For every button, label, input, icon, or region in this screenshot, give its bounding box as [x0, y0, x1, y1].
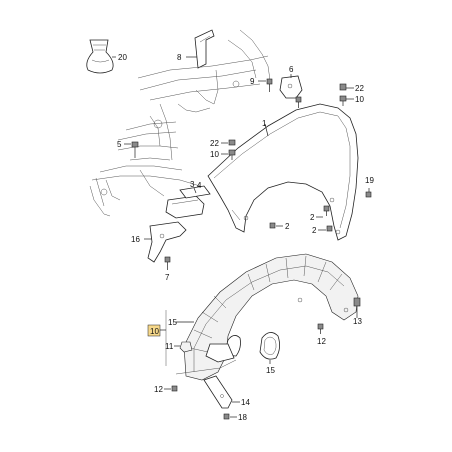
callout-13: 13: [353, 317, 362, 326]
part-1-fender: [207, 103, 359, 241]
callout-5: 5: [117, 140, 122, 149]
part-9-bolt: [266, 78, 273, 92]
part-22-nut-top: [339, 83, 347, 91]
callout-3: 3: [190, 180, 195, 189]
callout-11: 11: [165, 342, 174, 351]
callout-14: 14: [241, 398, 250, 407]
callout-15-a: 15: [168, 318, 177, 327]
callout-20: 20: [118, 53, 127, 62]
callout-2-c: 2: [312, 226, 317, 235]
callout-4: 4: [197, 181, 202, 190]
part-2-screw-c: [326, 225, 333, 232]
body-frame: [89, 29, 271, 217]
callout-10-highlighted: 10: [150, 327, 159, 336]
part-19-clip: [365, 191, 372, 198]
part-12-screw-right: [317, 323, 324, 334]
callout-7: 7: [165, 273, 170, 282]
part-2-screw-a: [269, 222, 276, 229]
part-15-seal: [259, 332, 280, 360]
callout-12-left: 12: [154, 385, 163, 394]
part-15-liner: [175, 253, 359, 381]
part-7-screw: [164, 256, 171, 270]
part-4-bracket: [179, 185, 211, 199]
part-14-strut: [203, 375, 233, 409]
part-11-grommet: [179, 341, 193, 353]
callout-9: 9: [250, 77, 255, 86]
part-10-clip-top: [339, 95, 347, 106]
part-18-screw: [223, 413, 230, 420]
callout-1: 1: [262, 119, 267, 128]
callout-6: 6: [289, 65, 294, 74]
part-10-screw-mid: [295, 96, 302, 108]
callout-2-b: 2: [310, 213, 315, 222]
part-22-nut-left: [228, 139, 236, 146]
callout-22-top: 22: [355, 84, 364, 93]
callout-10-highlight: [147, 324, 161, 337]
callout-15-b: 15: [266, 366, 275, 375]
part-10-clip-left: [228, 149, 236, 160]
part-8-bracket: [194, 29, 215, 69]
part-5-bolt: [131, 141, 139, 158]
part-6-bracket: [279, 75, 303, 99]
callout-22-left: 22: [210, 139, 219, 148]
callout-8: 8: [177, 53, 182, 62]
callout-18: 18: [238, 413, 247, 422]
callout-19: 19: [365, 176, 374, 185]
part-12-screw-left: [171, 385, 178, 392]
part-2-screw-b: [323, 205, 330, 216]
part-16-bracket: [147, 221, 187, 263]
part-13-clip: [353, 297, 361, 312]
callout-12-right: 12: [317, 337, 326, 346]
callout-16: 16: [131, 235, 140, 244]
callout-2-a: 2: [285, 222, 290, 231]
callout-10-top: 10: [355, 95, 364, 104]
callout-10-left: 10: [210, 150, 219, 159]
part-3-bracket: [165, 195, 205, 219]
part-20-boot: [86, 39, 116, 74]
